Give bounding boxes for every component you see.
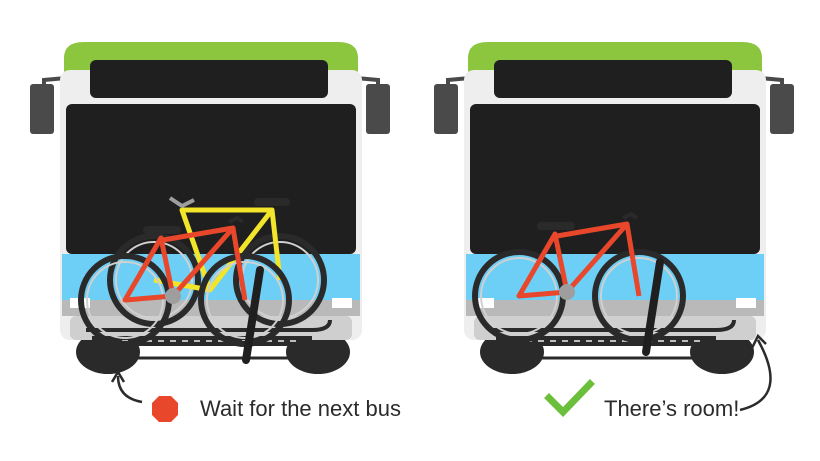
caption-wait: Wait for the next bus xyxy=(200,396,401,421)
caption-room: There’s room! xyxy=(604,396,740,421)
bus-full-rack xyxy=(28,40,392,376)
checkmark-icon xyxy=(544,379,595,417)
rack-arm xyxy=(642,258,664,356)
arrow-right-icon xyxy=(739,339,772,412)
rack-arm xyxy=(242,266,264,364)
arrow-left-icon xyxy=(116,375,143,404)
bus-room-on-rack xyxy=(432,40,796,376)
stop-sign-icon xyxy=(152,396,178,422)
